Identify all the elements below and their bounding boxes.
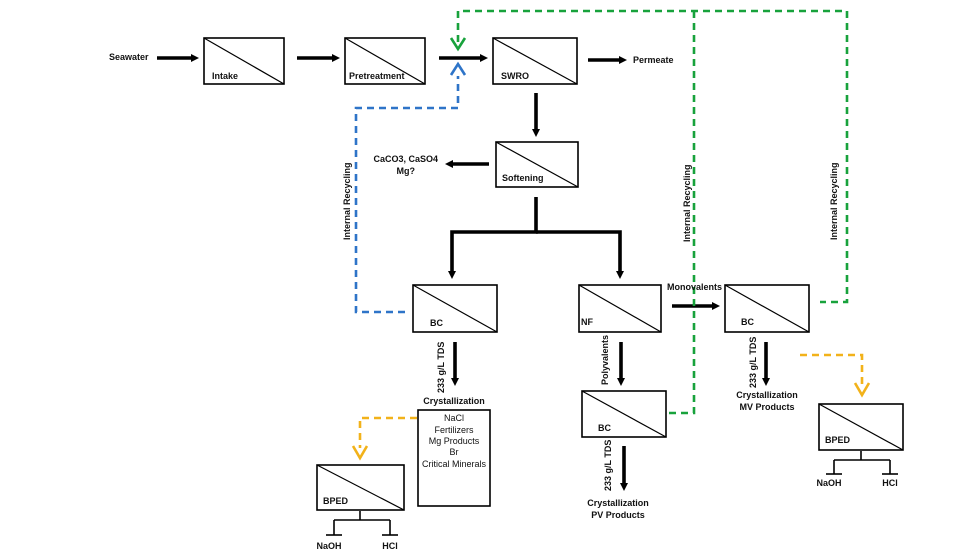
monovalents-label: Monovalents xyxy=(667,282,722,292)
internal-recycling-label-green-2: Internal Recycling xyxy=(829,162,839,240)
polyvalents-label: Polyvalents xyxy=(600,335,610,385)
bped-left-hcl-label: HCl xyxy=(382,541,398,551)
unit-intake: Intake xyxy=(203,37,285,85)
unit-bc-left-label: BC xyxy=(430,318,443,328)
unit-pretreatment-label: Pretreatment xyxy=(349,71,405,81)
unit-softening: Softening xyxy=(495,141,579,188)
crystallization-product-1: NaCl xyxy=(444,413,464,423)
unit-softening-label: Softening xyxy=(502,173,544,183)
internal-recycling-label-blue: Internal Recycling xyxy=(342,162,352,240)
bped-left-naoh-label: NaOH xyxy=(316,541,341,551)
unit-bc-left: BC xyxy=(412,284,498,333)
unit-bc-right-label: BC xyxy=(741,317,754,327)
crystallization-mv-line1: Crystallization xyxy=(736,390,798,400)
bped-left-outputs xyxy=(326,511,398,536)
tds-label-pv: 233 g/L TDS xyxy=(603,440,613,491)
unit-nf-label: NF xyxy=(581,317,593,327)
unit-intake-label: Intake xyxy=(212,71,238,81)
crystallization-product-5: Critical Minerals xyxy=(422,459,487,469)
unit-swro: SWRO xyxy=(492,37,578,85)
green-recycle-line xyxy=(449,9,849,415)
crystallization-mv-line2: MV Products xyxy=(739,402,794,412)
unit-bc-right: BC xyxy=(724,284,810,333)
unit-bc-bottom-label: BC xyxy=(598,423,611,433)
unit-bped-left-label: BPED xyxy=(323,496,349,506)
bped-right-naoh-label: NaOH xyxy=(816,478,841,488)
crystallization-left-title: Crystallization xyxy=(423,396,485,406)
softening-output-line1: CaCO3, CaSO4 xyxy=(373,154,438,164)
crystallization-pv-line2: PV Products xyxy=(591,510,645,520)
blue-recycle-line xyxy=(354,61,467,314)
bped-right-outputs xyxy=(826,451,898,475)
crystallization-products-box xyxy=(417,409,491,507)
softening-output-line2: Mg? xyxy=(397,166,416,176)
unit-nf: NF xyxy=(578,284,662,333)
unit-swro-label: SWRO xyxy=(501,71,529,81)
crystallization-product-3: Mg Products xyxy=(429,436,480,446)
crystallization-product-2: Fertilizers xyxy=(434,425,474,435)
unit-bped-right-label: BPED xyxy=(825,435,851,445)
crystallization-product-4: Br xyxy=(450,447,459,457)
crystallization-pv-line1: Crystallization xyxy=(587,498,649,508)
orange-stream-lines xyxy=(351,353,871,461)
tds-label-left: 233 g/L TDS xyxy=(436,342,446,393)
unit-bc-bottom: BC xyxy=(581,390,667,438)
unit-pretreatment: Pretreatment xyxy=(344,37,426,85)
internal-recycling-label-green-1: Internal Recycling xyxy=(682,164,692,242)
tds-label-mv: 233 g/L TDS xyxy=(748,337,758,388)
unit-bped-right: BPED xyxy=(818,403,904,451)
permeate-label: Permeate xyxy=(633,55,674,65)
unit-bped-left: BPED xyxy=(316,464,405,511)
bped-right-hcl-label: HCl xyxy=(882,478,898,488)
seawater-label: Seawater xyxy=(109,52,149,62)
